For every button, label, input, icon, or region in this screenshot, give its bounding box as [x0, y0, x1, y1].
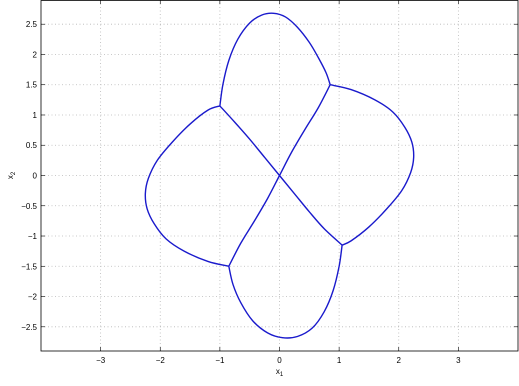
x-tick-label: 1 — [337, 356, 342, 365]
y-axis-label-subscript: 2 — [11, 171, 17, 175]
y-tick-label: −2.5 — [21, 323, 37, 332]
curve-top-lobe — [219, 12, 331, 107]
y-axis-label-base: x — [6, 175, 15, 179]
x-tick-label: 2 — [397, 356, 402, 365]
y-tick-label: −1 — [28, 232, 38, 241]
y-tick-label: 0 — [33, 172, 38, 181]
x-axis-label-base: x — [276, 367, 280, 376]
y-tick-label: 0.5 — [26, 141, 38, 150]
curve-left-lobe — [144, 105, 229, 267]
y-tick-label: −1.5 — [21, 262, 37, 271]
x-axis-label-subscript: 1 — [280, 372, 284, 378]
y-tick-label: 1.5 — [26, 81, 38, 90]
x-tick-label: 0 — [277, 356, 282, 365]
y-tick-label: −2 — [28, 293, 38, 302]
ticks: −3 −2 −1 0 1 2 3 −2.5 −2 −1.5 −1 −0.5 0 0.5 1 1.5 2 2.5 — [21, 0, 518, 365]
y-axis-label: x2 — [6, 171, 17, 179]
y-tick-label: 1 — [33, 111, 38, 120]
curve-bottom-lobe — [228, 244, 343, 339]
x-tick-label: −3 — [96, 356, 106, 365]
y-tick-label: 2.5 — [26, 20, 38, 29]
curve-diagonal-b — [228, 84, 331, 267]
curve-right-lobe — [330, 84, 415, 246]
x-tick-label: −1 — [215, 356, 225, 365]
curve-group — [144, 12, 415, 339]
x-axis-label: x1 — [276, 367, 284, 378]
y-tick-label: 2 — [33, 50, 38, 59]
x-tick-label: −2 — [156, 356, 166, 365]
x-tick-label: 3 — [456, 356, 461, 365]
y-tick-label: −0.5 — [21, 202, 37, 211]
